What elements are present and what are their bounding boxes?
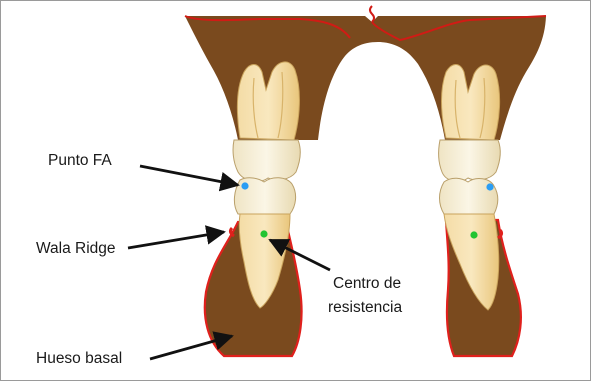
arrow-fa-point (140, 166, 238, 185)
label-resistance-center-line2: resistencia (328, 299, 402, 316)
fa-point-marker-left (241, 182, 248, 189)
midline-notch (370, 6, 374, 22)
resistance-marker-left (260, 230, 267, 237)
upper-left-crown (233, 140, 300, 181)
label-fa-point: Punto FA (48, 152, 112, 169)
label-wala-ridge: Wala Ridge (36, 240, 116, 257)
label-resistance-center-line1: Centro de (333, 275, 401, 292)
label-basal-bone: Hueso basal (36, 350, 122, 367)
resistance-marker-right (470, 231, 477, 238)
fa-point-marker-right (486, 183, 493, 190)
upper-right-crown (439, 140, 500, 181)
arrow-wala-ridge (128, 232, 224, 248)
